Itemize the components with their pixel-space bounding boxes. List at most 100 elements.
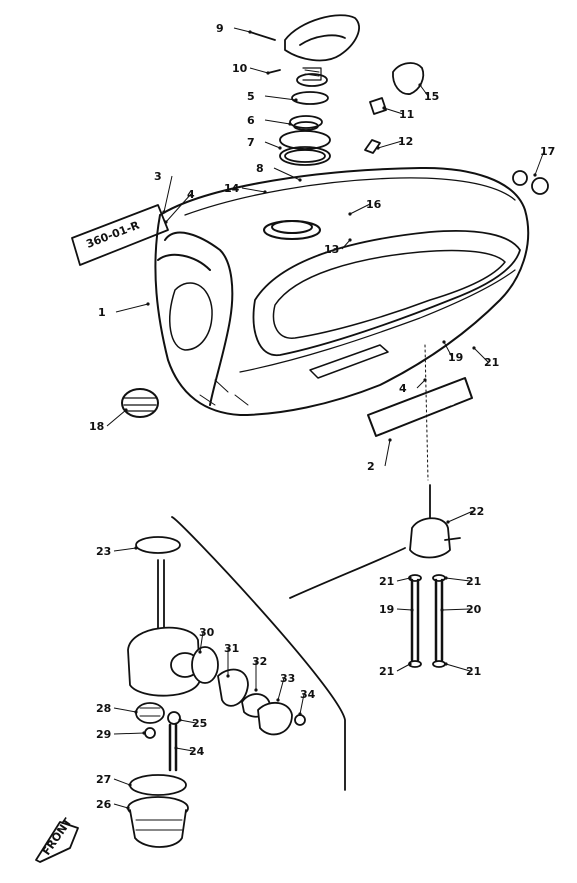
callout-number: 16 [366, 198, 382, 211]
callout-leader [249, 67, 269, 74]
callout-dot [446, 520, 450, 524]
callout-number: 4 [399, 382, 407, 395]
label-plate: 360-01-R [71, 204, 169, 266]
callout-leader [341, 239, 351, 250]
callout-number: 21 [466, 575, 481, 588]
callout-leader [396, 608, 413, 611]
callout-number: 31 [224, 642, 239, 655]
callout-number: 21 [466, 665, 481, 678]
callout-dot [423, 378, 427, 382]
callout-number: 33 [280, 672, 295, 685]
callout-dot [248, 30, 252, 34]
callout-dot [134, 546, 138, 550]
callout-dot [226, 674, 230, 678]
callout-number: 12 [398, 135, 413, 148]
callout-number: 6 [247, 114, 255, 127]
front-arrow: FRONT [35, 815, 79, 863]
callout-number: 11 [399, 108, 414, 121]
callout-dot [533, 173, 537, 177]
callout-dot [444, 662, 448, 666]
callout-leader [473, 347, 489, 363]
callout-leader [113, 732, 145, 735]
callout-leader [277, 677, 285, 701]
callout-leader [163, 175, 173, 213]
callout-leader [199, 631, 204, 653]
callout-leader [106, 409, 127, 427]
callout-dot [278, 146, 282, 150]
callout-number: 25 [192, 717, 207, 730]
callout-number: 19 [379, 603, 394, 616]
callout-dot [146, 302, 150, 306]
callout-number: 17 [540, 145, 555, 158]
callout-number: 7 [247, 136, 255, 149]
callout-leader [241, 187, 266, 193]
callout-number: 9 [216, 22, 224, 35]
callout-leader [233, 27, 251, 33]
callout-leader [264, 141, 281, 149]
callout-leader [447, 510, 474, 523]
callout-number: 23 [96, 545, 111, 558]
callout-number: 13 [324, 243, 339, 256]
fuel-tank [154, 166, 530, 416]
callout-leader [377, 140, 403, 149]
callout-leader [534, 150, 545, 176]
callout-dot [178, 718, 182, 722]
callout-dot [418, 83, 422, 87]
callout-leader [445, 663, 471, 672]
plate-text: 360-01-R [84, 218, 141, 250]
callout-number: 28 [96, 702, 111, 715]
callout-number: 18 [89, 420, 104, 433]
callout-number: 30 [199, 626, 215, 639]
callout-leader [113, 707, 137, 713]
filler-cap-assembly [249, 14, 360, 166]
callout-leader [384, 439, 391, 467]
callout-number: 19 [448, 351, 463, 364]
callout-number: 14 [224, 182, 240, 195]
callout-leader [443, 341, 453, 358]
petcock-assembly-small [408, 484, 461, 668]
callout-number: 32 [252, 655, 267, 668]
callout-leader [383, 107, 404, 115]
callout-leader [349, 203, 371, 215]
callout-number: 29 [96, 728, 111, 741]
callout-number: 5 [247, 90, 255, 103]
callout-dot [128, 783, 132, 787]
callout-number: 1 [98, 306, 106, 319]
callout-dot [410, 608, 414, 612]
cap-pair [512, 170, 549, 195]
callout-dot [376, 146, 380, 150]
callout-leader [441, 608, 471, 611]
callout-number: 3 [154, 170, 162, 183]
callout-number: 15 [424, 90, 439, 103]
callout-dot [348, 238, 352, 242]
callout-leader [445, 577, 471, 582]
callout-dot [444, 576, 448, 580]
callout-dot [294, 98, 298, 102]
detail-frame [171, 516, 406, 791]
callout-number: 24 [189, 745, 205, 758]
yamaha-emblem: YAMAHA [367, 377, 473, 437]
callout-leader [396, 577, 411, 582]
callout-leader [273, 167, 301, 181]
callout-dot [388, 438, 392, 442]
callout-leader [416, 379, 426, 389]
knee-cap [121, 388, 159, 418]
callout-number: 21 [484, 356, 499, 369]
callout-leader [179, 719, 197, 724]
callout-dot [198, 650, 202, 654]
callout-dot [266, 71, 270, 75]
callout-leader [396, 663, 411, 672]
callout-dot [124, 408, 128, 412]
callout-dot [440, 608, 444, 612]
callout-number: 26 [96, 798, 112, 811]
callout-dot [408, 662, 412, 666]
callout-leader [264, 119, 291, 125]
callout-dot [126, 806, 130, 810]
callout-leader [113, 803, 129, 809]
callout-dot [254, 688, 258, 692]
callout-leader [419, 84, 429, 97]
callout-dot [408, 576, 412, 580]
callout-number: 22 [469, 505, 484, 518]
